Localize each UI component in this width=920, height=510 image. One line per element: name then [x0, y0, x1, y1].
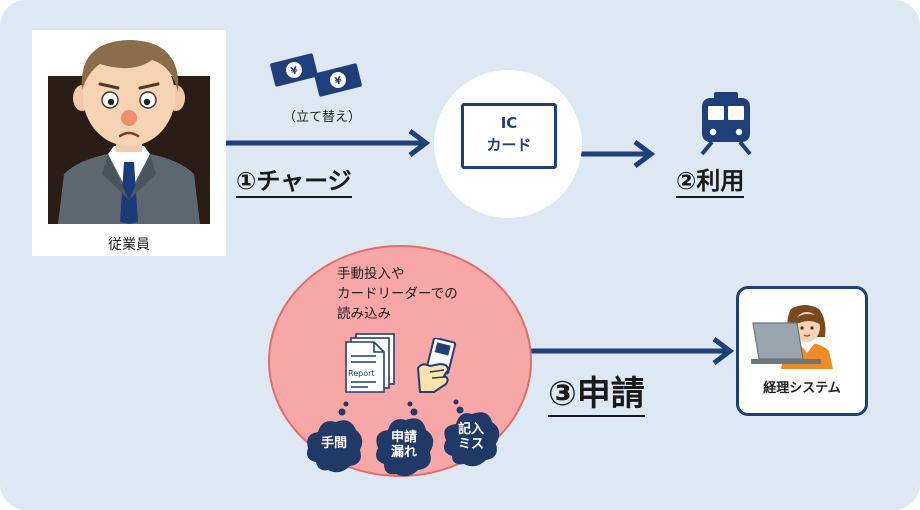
problem-entry-error-line2: ミス: [457, 437, 484, 452]
accounting-system-box: 経理システム: [736, 286, 868, 416]
svg-text:¥: ¥: [290, 65, 299, 77]
ic-card-line2: カード: [486, 136, 532, 154]
problem-effort-label: 手間: [302, 436, 366, 451]
problem-omission-label: 申請 漏れ: [372, 430, 436, 460]
accounting-system-label: 経理システム: [763, 381, 841, 396]
problem-effort-line1: 手間: [320, 436, 347, 451]
charge-label: ①チャージ: [236, 168, 352, 199]
banknote-icon: ¥ ¥: [270, 53, 362, 97]
employee-card: 従業員: [32, 30, 226, 256]
problem-entry-error-label: 記入 ミス: [440, 422, 502, 452]
report-document-icon: [345, 333, 395, 393]
problem-omission-line1: 申請: [390, 430, 417, 445]
problem-cloud-entry-error: [444, 412, 500, 467]
manual-line2: カードリーダーでの: [337, 286, 458, 302]
worried-employee-illustration: [48, 40, 210, 224]
problem-entry-error-line1: 記入: [457, 422, 484, 437]
employee-label: 従業員: [108, 237, 150, 253]
problem-omission-line2: 漏れ: [390, 445, 417, 460]
manual-line3: 読み込み: [337, 306, 391, 322]
ic-card: IC カード: [461, 103, 557, 169]
charge-arrow: [226, 129, 431, 157]
accountant-laptop-illustration: [751, 305, 833, 369]
usage-arrow: [581, 140, 656, 168]
problem-cloud-omission: [376, 418, 434, 477]
ic-card-circle: IC カード: [434, 70, 582, 218]
svg-text:¥: ¥: [334, 75, 343, 87]
apply-arrow: [530, 337, 735, 365]
hand-card-icon: [417, 338, 457, 393]
thought-bubble-dots: [338, 399, 464, 416]
ic-card-line1: IC: [500, 114, 518, 132]
manual-line1: 手動投入や: [337, 266, 405, 282]
train-icon: [700, 92, 752, 156]
charge-note: （立て替え）: [282, 110, 361, 125]
apply-label: ③申請: [548, 375, 645, 418]
problem-cloud-effort: [307, 420, 363, 473]
report-text: Report: [348, 369, 375, 378]
usage-label: ②利用: [676, 168, 745, 199]
